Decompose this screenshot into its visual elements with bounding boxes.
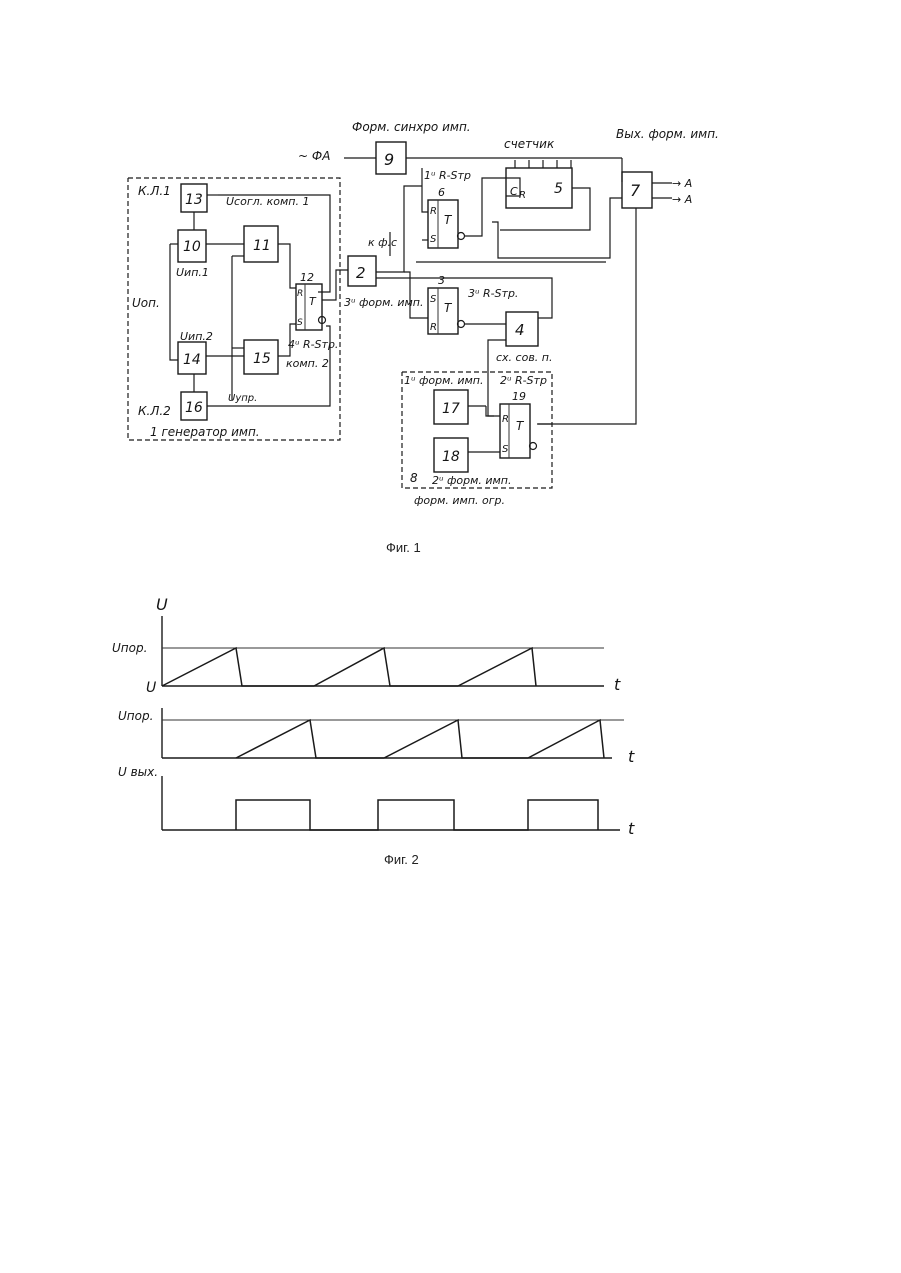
- rs3-t-pin: T: [444, 301, 453, 315]
- block-12-label: 12: [300, 271, 314, 284]
- rs3-r-pin: R: [430, 322, 437, 333]
- block-18-label: 18: [442, 449, 460, 465]
- block-9-label: 9: [384, 150, 394, 169]
- block-11-label: 11: [253, 238, 271, 254]
- block-14-label: 14: [183, 352, 201, 368]
- block-2-label: 2: [356, 264, 366, 282]
- block-16-label: 16: [185, 400, 203, 416]
- block-10-label: 10: [183, 239, 201, 255]
- out-a1-label: → А: [672, 177, 692, 190]
- fig2-threshold2-label: Uпор.: [118, 709, 153, 723]
- fig2-t3-label: t: [628, 819, 635, 838]
- former1-label: 1ᵘ форм. имп.: [404, 374, 484, 387]
- former3-label: 3ᵘ форм. имп.: [344, 296, 424, 309]
- block-17-label: 17: [442, 401, 460, 417]
- rs4-s-pin: S: [297, 318, 303, 328]
- fig2-zero-label: U: [146, 680, 156, 696]
- sawtooth-2: [236, 720, 604, 758]
- rs4-label: 4ᵘ R-Sтр.: [288, 338, 338, 351]
- rs2-s-pin: S: [502, 444, 509, 455]
- block-15-label: 15: [253, 351, 271, 367]
- fig2-u-axis-label: U: [156, 595, 168, 614]
- uip1-label: Uип.1: [176, 266, 209, 279]
- rs3-label: 3ᵘ R-Sтр.: [468, 287, 518, 300]
- fig2-uout-label: U вых.: [118, 765, 158, 779]
- sawtooth-1: [162, 648, 536, 686]
- rs2-r-pin: R: [502, 414, 509, 425]
- comp2-label: комп. 2: [286, 357, 329, 370]
- out-a2-label: → А: [672, 193, 692, 206]
- block-8-label: 8: [410, 471, 418, 485]
- figure-2: U Uпор. U t Uпор. t U вых. t Фиг. 2: [112, 595, 635, 867]
- sync-former-label: Форм. синхро имп.: [352, 120, 471, 134]
- rs1-s-pin: S: [430, 234, 437, 245]
- block-6-label: 6: [438, 186, 445, 199]
- rs2-t-pin: T: [516, 419, 525, 433]
- fig2-caption: Фиг. 2: [384, 852, 419, 867]
- block-4-label: 4: [515, 321, 525, 339]
- output-pulses: [236, 800, 598, 830]
- fig2-threshold1-label: Uпор.: [112, 641, 147, 655]
- uon-label: Uоп.: [132, 296, 160, 310]
- block-19-label: 19: [512, 390, 526, 403]
- rs1-r-pin: R: [430, 206, 437, 217]
- counter-label: счетчик: [504, 137, 555, 151]
- restriction-label: форм. имп. огр.: [414, 494, 505, 507]
- fig2-t2-label: t: [628, 747, 635, 766]
- fa-label: ~ ФА: [298, 149, 330, 163]
- output-former-label: Вых. форм. имп.: [616, 127, 719, 141]
- block-7-label: 7: [630, 181, 641, 200]
- uip2-label: Uип.2: [180, 330, 213, 343]
- fig1-caption: Фиг. 1: [386, 540, 421, 555]
- fig2-t1-label: t: [614, 675, 621, 694]
- rs4-r-pin: R: [297, 289, 303, 299]
- figure-1: Форм. синхро имп. ~ ФА счетчик Вых. форм…: [128, 120, 719, 555]
- rs1-t-pin: T: [444, 213, 453, 227]
- kl1-label: К.Л.1: [138, 184, 171, 198]
- former2-label: 2ᵘ форм. имп.: [432, 474, 512, 487]
- upr-label: Uупр.: [228, 393, 257, 404]
- kl2-label: К.Л.2: [138, 404, 171, 418]
- rs4-t-pin: T: [309, 295, 317, 308]
- ucomp1-label: Uсогл. комп. 1: [226, 195, 310, 208]
- block-5-label: 5: [554, 181, 563, 197]
- block-13-label: 13: [185, 192, 203, 208]
- sum-node-label: сх. сов. п.: [496, 351, 553, 364]
- kphc-label: к ф.с: [368, 236, 397, 249]
- block-3-label: 3: [438, 274, 445, 287]
- generator-label: 1 генератор имп.: [150, 425, 260, 439]
- rs2-label: 2ᵘ R-Sтр: [500, 374, 547, 387]
- rs1-label: 1ᵘ R-Sтр: [424, 169, 471, 182]
- rs3-s-pin: S: [430, 294, 437, 305]
